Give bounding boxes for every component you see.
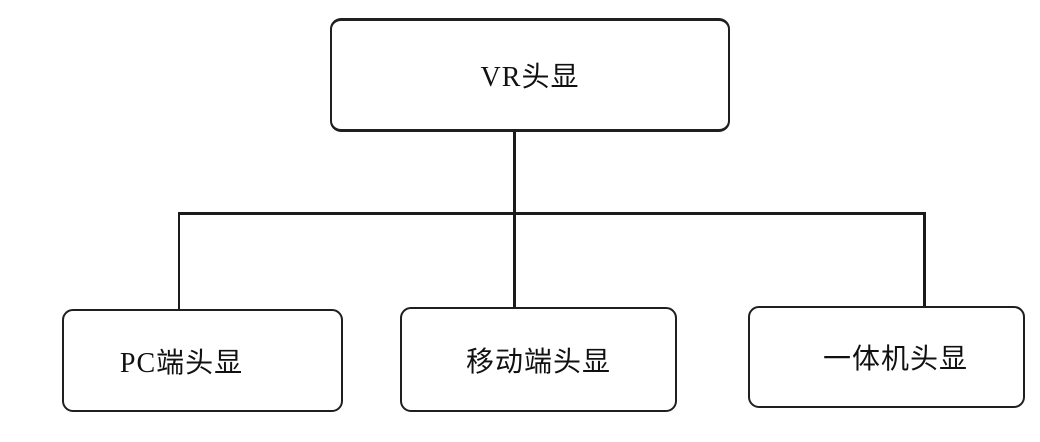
node-vr-headset-label: VR头显 [480,62,580,93]
connector-drop-pc [178,212,180,310]
node-standalone-headset-label: 一体机头显 [822,344,968,375]
node-pc-headset-label: PC端头显 [119,347,244,379]
connector-drop-standalone [923,212,926,307]
node-pc-headset: PC端头显 [62,309,343,412]
connector-horizontal-bus [178,212,926,215]
node-vr-headset: VR头显 [330,18,730,132]
connector-drop-mobile [513,212,516,308]
node-mobile-headset: 移动端头显 [400,307,677,412]
node-mobile-headset-label: 移动端头显 [465,346,611,378]
node-standalone-headset: 一体机头显 [748,306,1025,408]
connector-root-stem [513,131,516,214]
